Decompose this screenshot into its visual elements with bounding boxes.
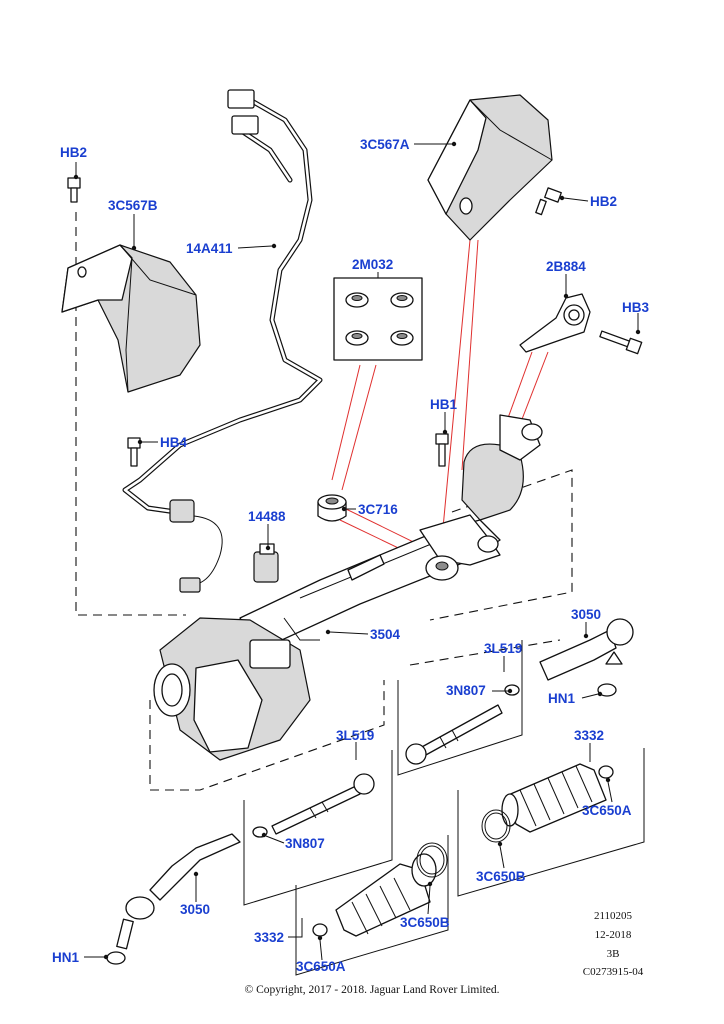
tie-rod-end-3050-right — [539, 618, 634, 697]
bracket-2b884 — [519, 293, 591, 353]
label-3n807-right: 3N807 — [446, 683, 486, 698]
inner-rod-3l519-left — [271, 773, 375, 835]
label-3c650b-right: 3C650B — [476, 869, 526, 884]
boot-3332-right — [501, 763, 607, 833]
sensor-14488 — [253, 543, 279, 583]
bolt-hb1 — [435, 433, 449, 467]
bolt-hb2-left — [67, 177, 81, 203]
stamp-line-4: C0273915-04 — [583, 966, 644, 978]
callout-labels: HB2 3C567B 14A411 3C567A HB2 2M032 2B884… — [52, 137, 649, 974]
label-3c650b-left: 3C650B — [400, 915, 450, 930]
bolt-hb3 — [599, 330, 643, 355]
clamp-3c650a-right — [598, 765, 614, 779]
bolt-hb2-right — [535, 187, 562, 216]
bushing-1 — [345, 292, 369, 308]
clamp-3c650b-right — [481, 809, 511, 843]
steering-gear-3504 — [153, 414, 543, 761]
stamp-line-2: 12-2018 — [595, 929, 632, 941]
label-hn1-right: HN1 — [548, 691, 575, 706]
label-3l519-left: 3L519 — [336, 728, 374, 743]
heat-shield-3c567b — [61, 244, 201, 393]
heat-shield-3c567a — [427, 94, 553, 241]
label-2m032: 2M032 — [352, 257, 393, 272]
label-14488: 14488 — [248, 509, 286, 524]
label-3050-right: 3050 — [571, 607, 601, 622]
label-hb1: HB1 — [430, 397, 457, 412]
label-2b884: 2B884 — [546, 259, 586, 274]
label-hb2-left: HB2 — [60, 145, 87, 160]
inner-rod-3l519-right — [405, 704, 503, 765]
label-3332-right: 3332 — [574, 728, 604, 743]
drawing-stamp: 2110205 12-2018 3B C0273915-04 — [583, 910, 644, 978]
wiring-harness-14a411 — [122, 89, 323, 593]
copyright-notice: © Copyright, 2017 - 2018. Jaguar Land Ro… — [245, 984, 500, 996]
bushing-kit-2m032 — [333, 277, 423, 361]
label-3c650a-right: 3C650A — [582, 803, 632, 818]
callout-leaders — [73, 141, 641, 961]
stamp-line-3: 3B — [607, 948, 620, 960]
label-3c716: 3C716 — [358, 502, 398, 517]
label-3050-left: 3050 — [180, 902, 210, 917]
label-hb3: HB3 — [622, 300, 649, 315]
clamp-3c650b-left — [416, 842, 448, 878]
label-3332-left: 3332 — [254, 930, 284, 945]
label-hn1-left: HN1 — [52, 950, 79, 965]
label-3504: 3504 — [370, 627, 401, 642]
label-3c567a: 3C567A — [360, 137, 410, 152]
bushing-3c716 — [317, 494, 347, 522]
label-hb4: HB4 — [160, 435, 187, 450]
label-3n807-left: 3N807 — [285, 836, 325, 851]
assembly-boundaries — [75, 212, 645, 976]
label-3l519-right: 3L519 — [484, 641, 522, 656]
label-3c650a-left: 3C650A — [296, 959, 346, 974]
label-3c567b: 3C567B — [108, 198, 158, 213]
bushing-3 — [345, 330, 369, 346]
clamp-3c650a-left — [312, 923, 328, 937]
tie-rod-end-3050-left — [106, 833, 241, 965]
bushing-4 — [390, 330, 414, 346]
label-hb2-right: HB2 — [590, 194, 617, 209]
bushing-2 — [390, 292, 414, 308]
label-14a411: 14A411 — [186, 241, 233, 256]
stamp-line-1: 2110205 — [594, 910, 633, 922]
nut-3n807-right — [504, 684, 520, 696]
